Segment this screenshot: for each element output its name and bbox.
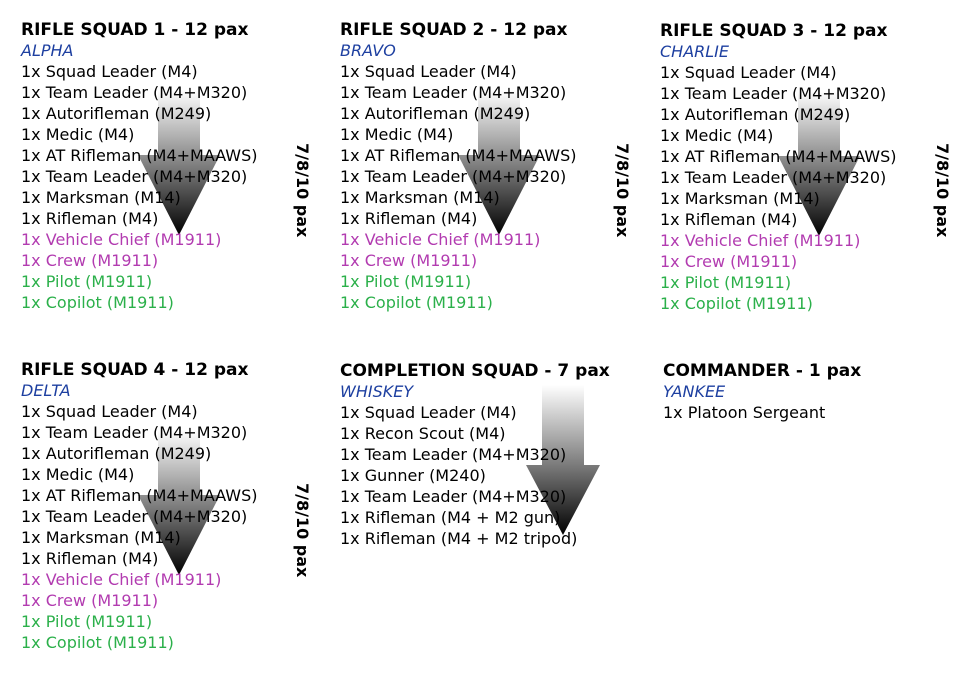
member-vehicle: 1x Vehicle Chief (M1911) <box>21 570 222 589</box>
member-infantry: 1x Autorifleman (M249) <box>660 105 851 124</box>
pax-options-label: 7/8/10 pax <box>933 143 952 238</box>
member-infantry: 1x Medic (M4) <box>21 465 135 484</box>
member-infantry: 1x Marksman (M14) <box>340 188 500 207</box>
pax-options-label: 7/8/10 pax <box>293 483 312 578</box>
member-list: 1x Squad Leader (M4) 1x Team Leader (M4+M… <box>660 62 897 314</box>
pax-options-label: 7/8/10 pax <box>613 143 632 238</box>
member-vehicle: 1x Vehicle Chief (M1911) <box>340 230 541 249</box>
member-infantry: 1x Team Leader (M4+M320) <box>21 423 248 442</box>
member-infantry: 1x Team Leader (M4+M320) <box>21 167 248 186</box>
member-infantry: 1x Marksman (M14) <box>21 528 181 547</box>
squad-card: RIFLE SQUAD 4 - 12 pax DELTA 1x Squad Le… <box>21 360 258 653</box>
member-infantry: 1x Autorifleman (M249) <box>340 104 531 123</box>
down-arrow-icon <box>138 430 220 575</box>
squad-callsign: CHARLIE <box>660 42 730 61</box>
squad-title: RIFLE SQUAD 1 - 12 pax <box>21 20 249 40</box>
member-air: 1x Copilot (M1911) <box>21 633 174 652</box>
member-air: 1x Pilot (M1911) <box>340 272 472 291</box>
member-infantry: 1x AT Rifleman (M4+MAAWS) <box>21 486 258 505</box>
squad-card: RIFLE SQUAD 3 - 12 pax CHARLIE 1x Squad … <box>660 21 897 314</box>
member-infantry: 1x AT Rifleman (M4+MAAWS) <box>660 147 897 166</box>
member-vehicle: 1x Crew (M1911) <box>21 251 159 270</box>
squad-callsign: DELTA <box>21 381 71 400</box>
member-list: 1x Squad Leader (M4) 1x Team Leader (M4+M… <box>21 61 258 313</box>
member-infantry: 1x Team Leader (M4+M320) <box>340 167 567 186</box>
squad-title: COMPLETION SQUAD - 7 pax <box>340 361 610 381</box>
squad-title: RIFLE SQUAD 4 - 12 pax <box>21 360 249 380</box>
member-infantry: 1x AT Rifleman (M4+MAAWS) <box>21 146 258 165</box>
member-air: 1x Copilot (M1911) <box>21 293 174 312</box>
member-infantry: 1x Team Leader (M4+M320) <box>340 445 567 464</box>
member-infantry: 1x Rifleman (M4) <box>21 209 159 228</box>
member-infantry: 1x Squad Leader (M4) <box>660 63 837 82</box>
squad-callsign: ALPHA <box>21 41 74 60</box>
squad-card: COMMANDER - 1 pax YANKEE 1x Platoon Serg… <box>663 361 861 423</box>
down-arrow-icon <box>458 90 540 235</box>
member-infantry: 1x Marksman (M14) <box>660 189 820 208</box>
squad-title: COMMANDER - 1 pax <box>663 361 862 381</box>
member-air: 1x Copilot (M1911) <box>340 293 493 312</box>
squad-callsign: BRAVO <box>340 41 396 60</box>
member-infantry: 1x Rifleman (M4 + M2 gun) <box>340 508 561 527</box>
member-air: 1x Pilot (M1911) <box>660 273 792 292</box>
squad-card: RIFLE SQUAD 1 - 12 pax ALPHA 1x Squad Le… <box>21 20 258 313</box>
member-infantry: 1x Platoon Sergeant <box>663 403 826 422</box>
member-list: 1x Platoon Sergeant <box>663 402 861 423</box>
squad-card: RIFLE SQUAD 2 - 12 pax BRAVO 1x Squad Le… <box>340 20 577 313</box>
squad-callsign: YANKEE <box>663 382 726 401</box>
member-vehicle: 1x Vehicle Chief (M1911) <box>21 230 222 249</box>
pax-options-label: 7/8/10 pax <box>293 143 312 238</box>
member-infantry: 1x Squad Leader (M4) <box>21 62 198 81</box>
member-infantry: 1x Autorifleman (M249) <box>21 444 212 463</box>
member-air: 1x Pilot (M1911) <box>21 612 153 631</box>
down-arrow-icon <box>526 385 600 535</box>
down-arrow-icon <box>138 90 220 235</box>
member-infantry: 1x Medic (M4) <box>21 125 135 144</box>
member-infantry: 1x Rifleman (M4) <box>660 210 798 229</box>
member-infantry: 1x Team Leader (M4+M320) <box>21 83 248 102</box>
member-infantry: 1x Recon Scout (M4) <box>340 424 506 443</box>
member-infantry: 1x Squad Leader (M4) <box>340 403 517 422</box>
member-infantry: 1x Gunner (M240) <box>340 466 486 485</box>
squad-title: RIFLE SQUAD 3 - 12 pax <box>660 21 888 41</box>
member-infantry: 1x Team Leader (M4+M320) <box>340 487 567 506</box>
member-vehicle: 1x Crew (M1911) <box>21 591 159 610</box>
member-infantry: 1x Medic (M4) <box>660 126 774 145</box>
down-arrow-icon <box>778 91 860 236</box>
member-vehicle: 1x Crew (M1911) <box>340 251 478 270</box>
member-infantry: 1x Team Leader (M4+M320) <box>660 84 887 103</box>
squad-card: COMPLETION SQUAD - 7 pax WHISKEY 1x Squa… <box>340 361 610 549</box>
member-air: 1x Copilot (M1911) <box>660 294 813 313</box>
member-infantry: 1x Rifleman (M4) <box>21 549 159 568</box>
member-list: 1x Squad Leader (M4) 1x Team Leader (M4+M… <box>340 61 577 313</box>
member-air: 1x Pilot (M1911) <box>21 272 153 291</box>
member-infantry: 1x Autorifleman (M249) <box>21 104 212 123</box>
member-vehicle: 1x Vehicle Chief (M1911) <box>660 231 861 250</box>
member-infantry: 1x Team Leader (M4+M320) <box>21 507 248 526</box>
member-infantry: 1x Rifleman (M4) <box>340 209 478 228</box>
squad-callsign: WHISKEY <box>340 382 414 401</box>
member-infantry: 1x Team Leader (M4+M320) <box>340 83 567 102</box>
member-infantry: 1x AT Rifleman (M4+MAAWS) <box>340 146 577 165</box>
member-infantry: 1x Squad Leader (M4) <box>340 62 517 81</box>
member-list: 1x Squad Leader (M4) 1x Recon Scout (M4) 1… <box>340 402 610 549</box>
member-infantry: 1x Rifleman (M4 + M2 tripod) <box>340 529 578 548</box>
member-vehicle: 1x Crew (M1911) <box>660 252 798 271</box>
member-list: 1x Squad Leader (M4) 1x Team Leader (M4+M… <box>21 401 258 653</box>
member-infantry: 1x Team Leader (M4+M320) <box>660 168 887 187</box>
member-infantry: 1x Medic (M4) <box>340 125 454 144</box>
member-infantry: 1x Marksman (M14) <box>21 188 181 207</box>
squad-title: RIFLE SQUAD 2 - 12 pax <box>340 20 568 40</box>
member-infantry: 1x Squad Leader (M4) <box>21 402 198 421</box>
